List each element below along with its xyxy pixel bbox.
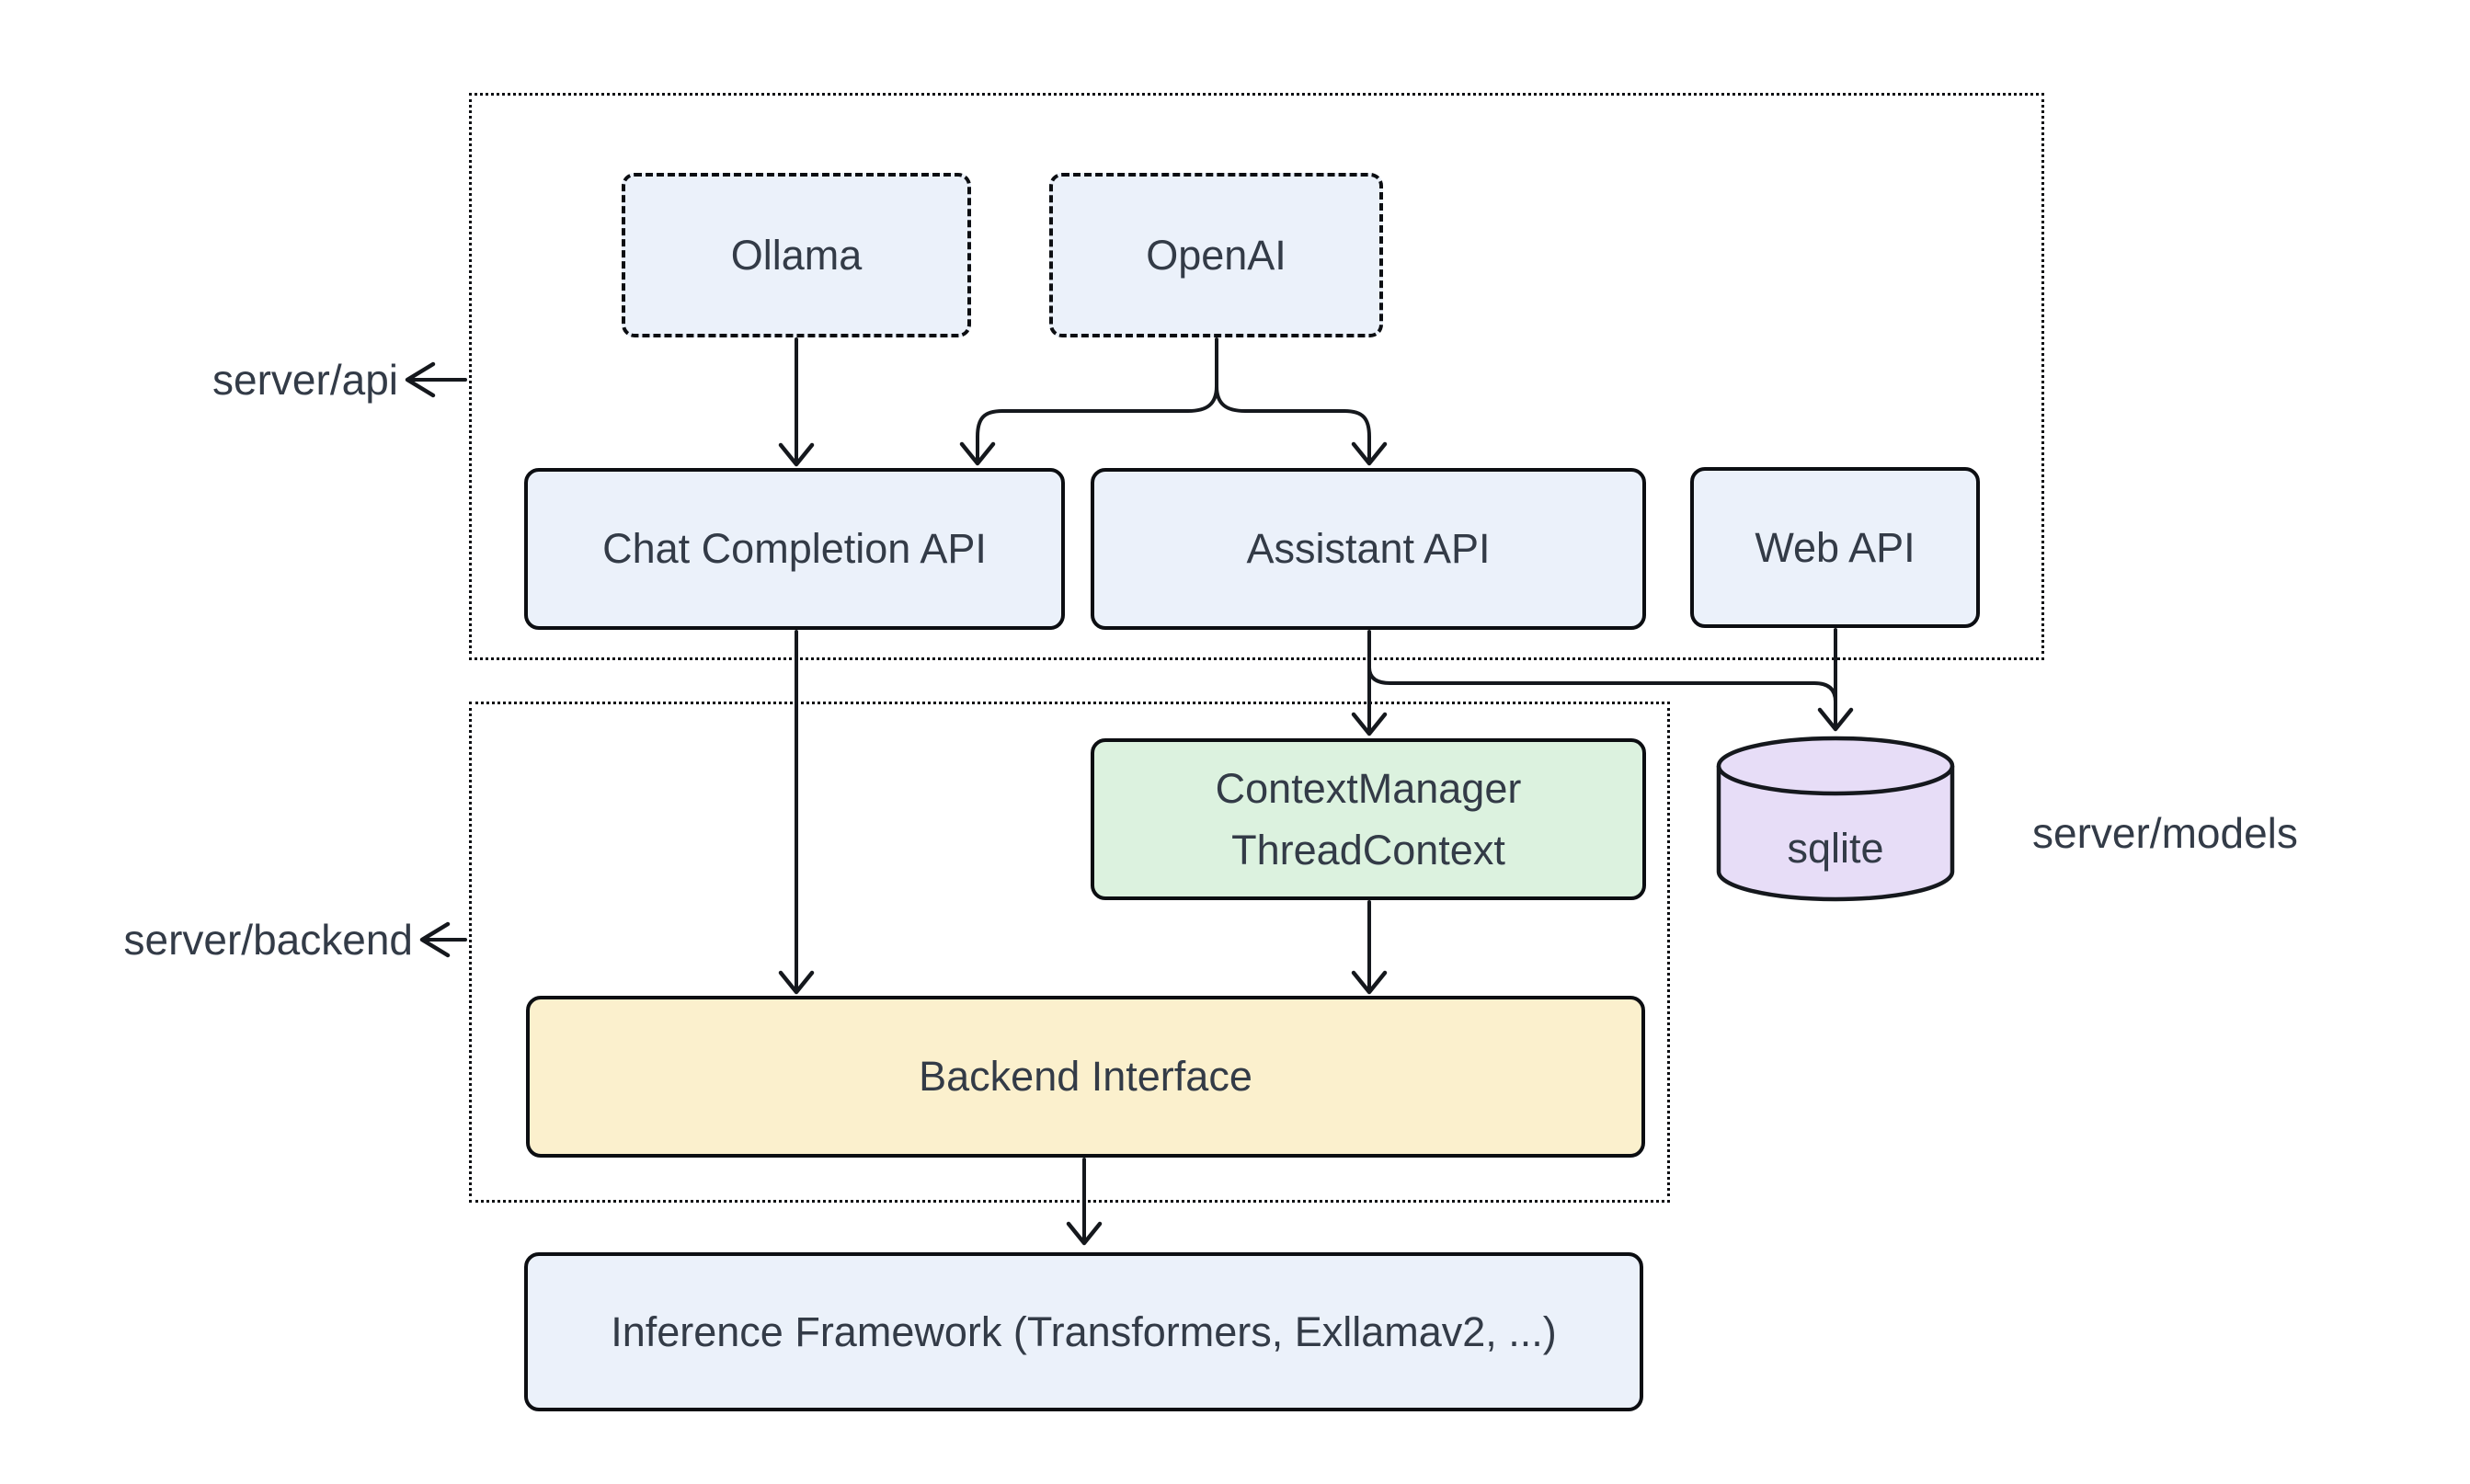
node-inference-framework: Inference Framework (Transformers, Exlla… <box>524 1252 1643 1411</box>
node-web-api-label: Web API <box>1755 523 1915 571</box>
node-chat-completion-api-label: Chat Completion API <box>602 525 987 573</box>
edge-openai-assistant <box>1215 384 1388 466</box>
label-server-models: server/models <box>2032 809 2298 857</box>
node-web-api: Web API <box>1690 467 1980 628</box>
edge-openai-chat-completion <box>959 337 1218 466</box>
node-context-manager-line2: ThreadContext <box>1231 827 1505 873</box>
label-server-api: server/api <box>212 356 398 404</box>
edge-context-manager-backend-interface <box>1351 900 1388 995</box>
node-context-manager: ContextManager ThreadContext <box>1091 738 1646 900</box>
edge-backend-interface-inference <box>1066 1158 1103 1246</box>
node-ollama-label: Ollama <box>730 231 863 279</box>
node-openai: OpenAI <box>1049 173 1383 337</box>
node-sqlite-label: sqlite <box>1787 825 1884 872</box>
node-assistant-api: Assistant API <box>1091 468 1646 630</box>
label-server-backend: server/backend <box>123 916 414 964</box>
node-openai-label: OpenAI <box>1146 231 1286 279</box>
cluster-server-backend <box>469 702 1670 1203</box>
node-chat-completion-api: Chat Completion API <box>524 468 1065 630</box>
edge-assistant-context-manager <box>1351 630 1388 736</box>
sqlite-cylinder-icon <box>1716 736 1955 902</box>
server-api-pointer-arrow <box>405 361 467 398</box>
node-ollama: Ollama <box>622 173 971 337</box>
server-backend-pointer-arrow <box>419 921 467 958</box>
edge-chat-completion-backend-interface <box>778 630 815 995</box>
node-context-manager-line1: ContextManager <box>1215 764 1522 812</box>
node-backend-interface: Backend Interface <box>526 996 1645 1158</box>
edge-web-api-sqlite <box>1817 628 1854 732</box>
cluster-server-api <box>469 93 2044 660</box>
node-assistant-api-label: Assistant API <box>1246 525 1491 573</box>
node-backend-interface-label: Backend Interface <box>919 1053 1252 1101</box>
edge-assistant-sqlite <box>1367 666 1837 703</box>
node-inference-framework-label: Inference Framework (Transformers, Exlla… <box>611 1307 1557 1355</box>
edge-ollama-chat-completion <box>778 337 815 467</box>
